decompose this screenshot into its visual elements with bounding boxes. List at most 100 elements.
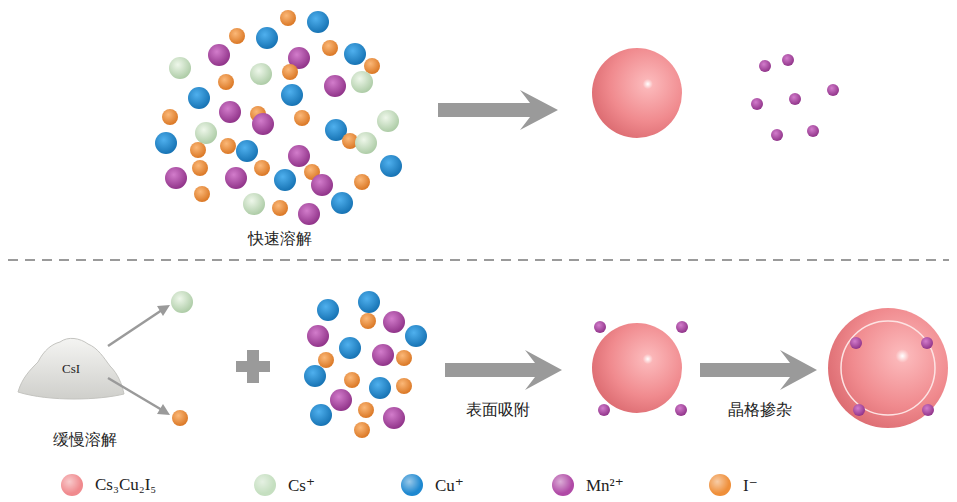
cs-ion — [171, 291, 193, 313]
legend-swatch — [709, 474, 731, 496]
legend-text: Cs⁺ — [288, 475, 315, 496]
i-ion — [162, 109, 178, 125]
mn-ion — [782, 54, 794, 66]
cu-ion — [236, 140, 258, 162]
i-ion — [344, 372, 360, 388]
cu-ion — [310, 404, 332, 426]
legend-text: Cs₃Cu₂I₅ — [95, 475, 156, 495]
i-ion — [364, 58, 380, 74]
legend-swatch — [254, 474, 276, 496]
mn-ion — [288, 145, 310, 167]
legend-swatch — [401, 474, 423, 496]
mn-ion — [330, 389, 352, 411]
mn-ion — [759, 60, 771, 72]
powder-label: CsI — [62, 361, 80, 377]
legend-item: Cs⁺ — [254, 474, 315, 496]
cs-ion — [355, 132, 377, 154]
mn-ion — [372, 344, 394, 366]
arrow-head — [157, 404, 170, 415]
legend-text: Cu⁺ — [435, 475, 464, 496]
i-ion — [358, 402, 374, 418]
plus-sign — [247, 350, 259, 383]
cu-ion — [358, 291, 380, 313]
i-ion — [172, 410, 188, 426]
crystal-sphere — [828, 308, 948, 428]
i-ion — [396, 378, 412, 394]
cu-ion — [380, 155, 402, 177]
cu-ion — [307, 11, 329, 33]
mn-ion — [225, 167, 247, 189]
mn-ion — [853, 404, 865, 416]
crystal-sphere — [592, 48, 682, 138]
i-ion — [354, 422, 370, 438]
i-ion — [354, 174, 370, 190]
mn-ion — [219, 101, 241, 123]
i-ion — [190, 142, 206, 158]
cu-ion — [331, 192, 353, 214]
legend-item: Mn²⁺ — [552, 474, 624, 496]
lattice-ring — [841, 321, 935, 415]
mn-ion — [921, 337, 933, 349]
process-arrow — [700, 350, 817, 390]
mn-ion — [383, 311, 405, 333]
legend-swatch — [61, 474, 83, 496]
cu-ion — [405, 325, 427, 347]
arrow-head — [157, 305, 170, 316]
dissolve-arrow — [108, 378, 162, 410]
process-label: 晶格掺杂 — [728, 400, 792, 419]
cu-ion — [317, 299, 339, 321]
cs-ion — [195, 122, 217, 144]
mn-ion — [165, 167, 187, 189]
i-ion — [194, 186, 210, 202]
i-ion — [360, 313, 376, 329]
legend-text: Mn²⁺ — [586, 475, 624, 496]
legend-text: I⁻ — [743, 475, 758, 496]
mn-ion — [252, 113, 274, 135]
mn-ion — [594, 321, 606, 333]
cu-ion — [256, 27, 278, 49]
cu-ion — [339, 337, 361, 359]
mn-ion — [850, 337, 862, 349]
process-arrow — [438, 90, 558, 130]
i-ion — [220, 138, 236, 154]
process-label: 表面吸附 — [466, 400, 530, 419]
mn-ion — [771, 129, 783, 141]
i-ion — [280, 10, 296, 26]
legend-item: Cs₃Cu₂I₅ — [61, 474, 156, 496]
i-ion — [318, 352, 334, 368]
i-ion — [322, 40, 338, 56]
i-ion — [272, 200, 288, 216]
cu-ion — [281, 84, 303, 106]
legend-swatch — [552, 474, 574, 496]
csi-powder — [18, 338, 124, 399]
cu-ion — [274, 169, 296, 191]
cu-ion — [155, 132, 177, 154]
i-ion — [192, 160, 208, 176]
mn-ion — [922, 404, 934, 416]
cs-ion — [243, 193, 265, 215]
cs-ion — [250, 63, 272, 85]
mn-ion — [298, 203, 320, 225]
mn-ion — [751, 98, 763, 110]
i-ion — [396, 350, 412, 366]
mn-ion — [208, 44, 230, 66]
process-arrow — [445, 350, 562, 390]
legend-item: I⁻ — [709, 474, 758, 496]
cu-ion — [304, 365, 326, 387]
mn-ion — [676, 321, 688, 333]
process-label: 快速溶解 — [248, 229, 312, 248]
cu-ion — [344, 43, 366, 65]
cs-ion — [351, 71, 373, 93]
mn-ion — [311, 174, 333, 196]
cs-ion — [377, 110, 399, 132]
i-ion — [229, 28, 245, 44]
cs-ion — [169, 57, 191, 79]
mn-ion — [324, 75, 346, 97]
i-ion — [254, 160, 270, 176]
mn-ion — [307, 325, 329, 347]
mn-ion — [789, 93, 801, 105]
i-ion — [282, 64, 298, 80]
mn-ion — [598, 404, 610, 416]
dissolve-arrow — [108, 310, 162, 346]
